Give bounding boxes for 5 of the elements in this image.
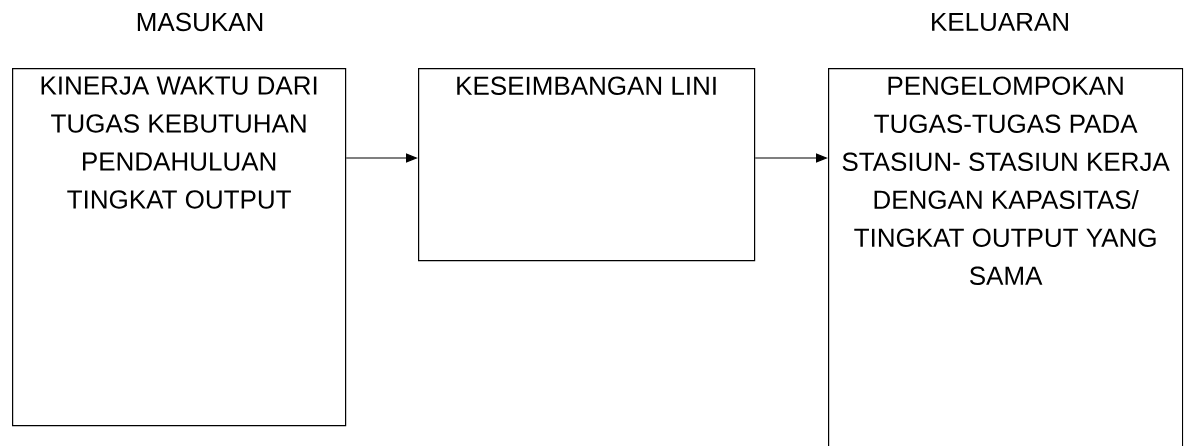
process-box: KINERJA WAKTU DARI TUGAS KEBUTUHAN PENDAHULUAN TINGKAT OUTPUT xyxy=(12,68,347,427)
process-box: PENGELOMPOKAN TUGAS-TUGAS PADA STASIUN- STASIUN KERJA DENGAN KAPASITAS/ TINGKAT OUTPUT YANG SAMA xyxy=(828,68,1184,446)
heading: MASUKAN xyxy=(137,12,263,32)
process-box: KESEIMBANGAN LINI xyxy=(418,68,756,262)
heading: KELUARAN xyxy=(932,12,1068,32)
